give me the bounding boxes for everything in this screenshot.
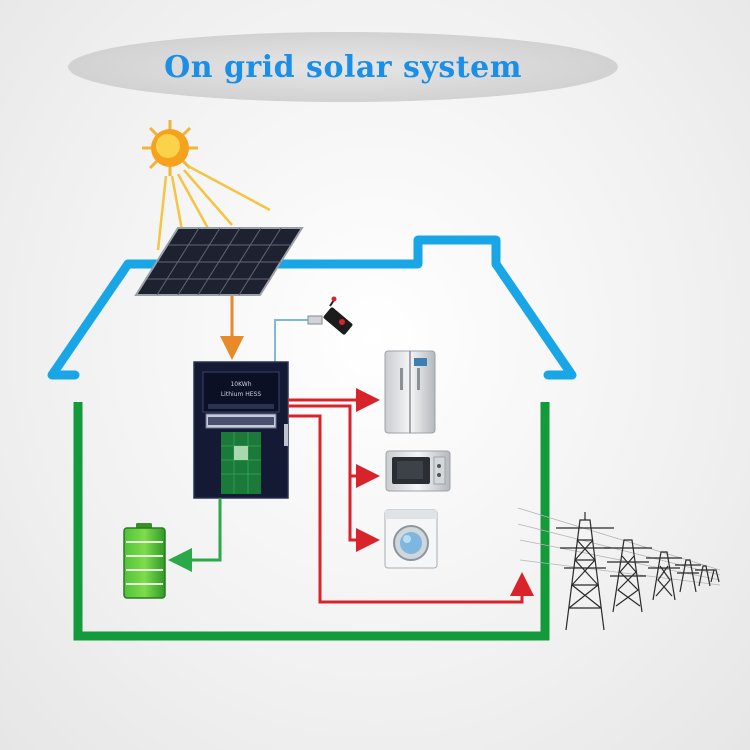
page-title: On grid solar system (164, 49, 522, 85)
inverter-label-line1: 10KWh (230, 381, 251, 388)
house-walls (73, 402, 550, 641)
battery-charge-line (168, 498, 222, 572)
microwave-icon (385, 450, 451, 492)
power-tower-icon (517, 507, 721, 631)
sun-icon (142, 120, 271, 251)
inverter-cabinet: 10KWh Lithium HESS (193, 361, 289, 499)
inverter-label-line2: Lithium HESS (221, 391, 261, 398)
title-banner: On grid solar system (68, 32, 618, 102)
ac-power-lines (288, 388, 534, 604)
house-roof (47, 235, 577, 380)
refrigerator-icon (384, 350, 436, 434)
smart-meter-icon (274, 296, 353, 362)
washing-machine-icon (384, 509, 438, 569)
battery-icon (123, 523, 166, 599)
solar-panel-icon (134, 227, 304, 296)
